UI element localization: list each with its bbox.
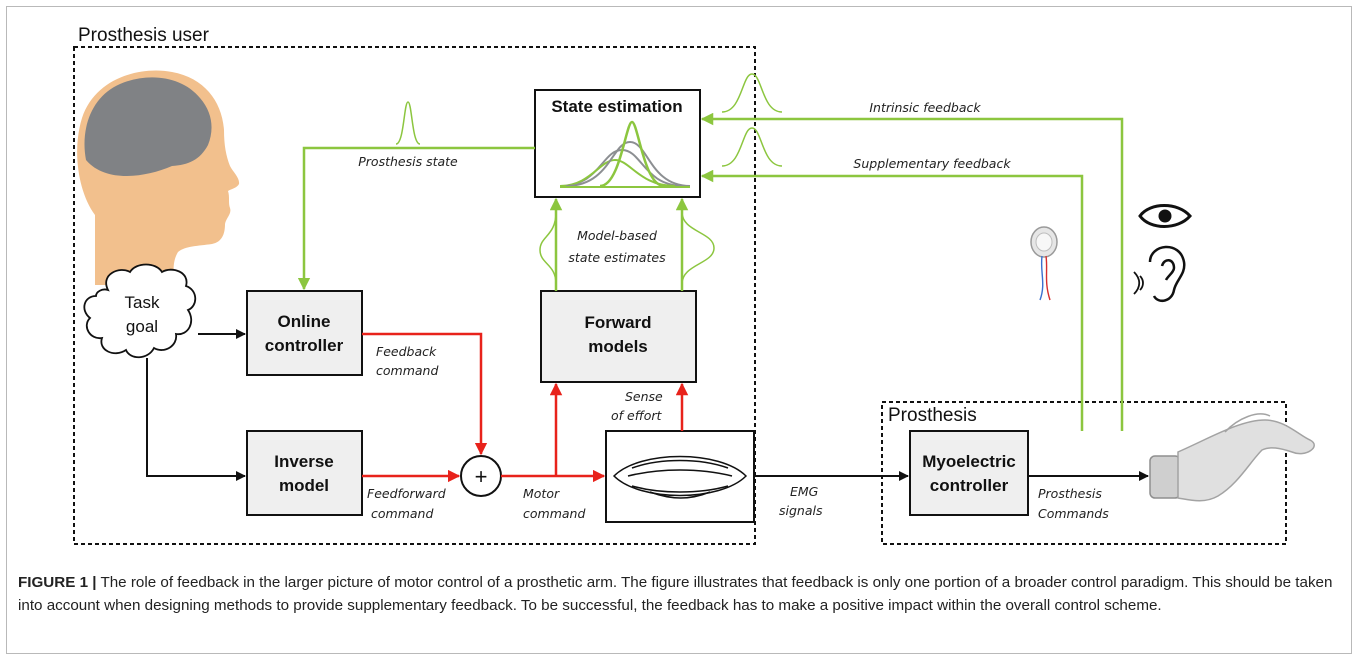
svg-text:model: model — [279, 476, 329, 495]
signal-distribution-icons — [395, 73, 783, 285]
task-goal-cloud: Task goal — [83, 263, 197, 359]
svg-text:goal: goal — [126, 317, 158, 336]
state-estimation-label: State estimation — [551, 97, 682, 116]
svg-text:+: + — [475, 464, 488, 489]
emg-signals-label: EMG — [790, 484, 819, 499]
model-based-label-2: state estimates — [568, 250, 666, 265]
caption-text: The role of feedback in the larger pictu… — [18, 574, 1333, 614]
motor-command-label: Motor — [523, 486, 560, 501]
svg-text:Forward: Forward — [584, 313, 651, 332]
feedforward-command-label-2: command — [371, 506, 433, 521]
eye-icon — [1138, 204, 1192, 228]
muscle-icon — [612, 455, 748, 499]
muscle-block — [605, 430, 755, 523]
online-controller-block: Online controller — [246, 290, 363, 376]
prosthesis-state-label: Prosthesis state — [358, 154, 458, 169]
emg-signals-label-2: signals — [779, 503, 823, 518]
svg-text:Myoelectric: Myoelectric — [922, 452, 1016, 471]
model-based-label: Model-based — [577, 228, 657, 243]
figure-caption: FIGURE 1 | The role of feedback in the l… — [18, 571, 1338, 617]
prosthesis-region-title: Prosthesis — [888, 405, 977, 426]
feedback-command-label-2: command — [376, 363, 438, 378]
vibration-motor-icon — [1030, 226, 1058, 301]
prosthesis-commands-label: Prosthesis — [1038, 486, 1102, 501]
gaussian-distributions-icon — [559, 120, 691, 188]
user-region — [73, 46, 756, 545]
svg-text:Task: Task — [125, 293, 160, 312]
command-paths — [362, 332, 689, 483]
caption-label: FIGURE 1 | — [18, 574, 97, 591]
supplementary-feedback-label: Supplementary feedback — [853, 156, 1011, 171]
user-region-title: Prosthesis user — [78, 25, 210, 46]
state-estimation-block: State estimation — [534, 89, 701, 198]
head-brain-icon — [77, 70, 240, 285]
figure-frame — [6, 6, 1352, 654]
svg-text:models: models — [588, 337, 648, 356]
sense-of-effort-label-2: of effort — [611, 408, 663, 423]
intrinsic-feedback-label: Intrinsic feedback — [869, 100, 981, 115]
svg-text:controller: controller — [265, 336, 344, 355]
svg-text:controller: controller — [930, 476, 1009, 495]
feedforward-command-label: Feedforward — [367, 486, 446, 501]
inverse-model-block: Inverse model — [246, 430, 363, 516]
prosthetic-hand-icon — [1149, 413, 1315, 502]
feedback-command-label: Feedback — [376, 344, 437, 359]
sense-of-effort-label: Sense — [625, 389, 663, 404]
forward-models-block: Forward models — [540, 290, 697, 383]
prosthesis-commands-label-2: Commands — [1038, 506, 1109, 521]
svg-text:Inverse: Inverse — [274, 452, 334, 471]
control-diagram: Prosthesis user Prosthesis State estimat… — [73, 25, 1315, 545]
svg-text:Online: Online — [278, 312, 331, 331]
motor-command-label-2: command — [523, 506, 585, 521]
ear-sound-icon — [1133, 245, 1186, 303]
task-goal-connections — [146, 329, 246, 481]
summing-junction: + — [460, 455, 502, 497]
myoelectric-controller-block: Myoelectric controller — [909, 430, 1029, 516]
